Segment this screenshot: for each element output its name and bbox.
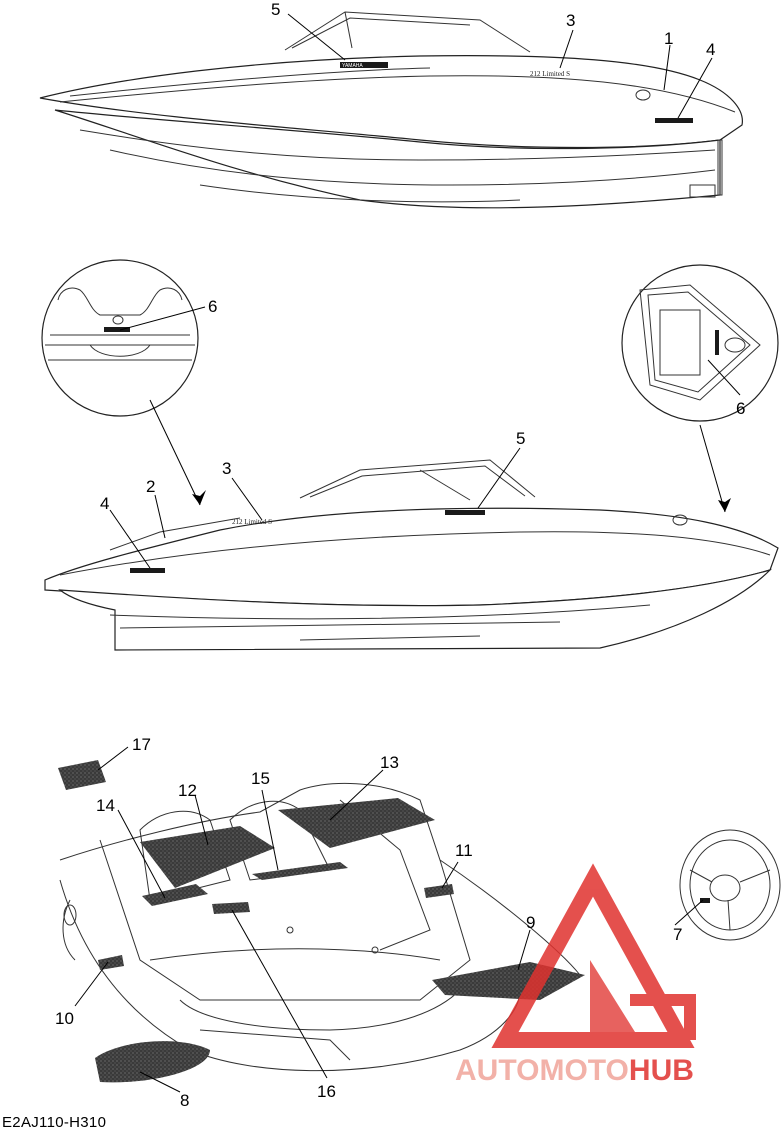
decal-4-top	[655, 118, 693, 123]
detail-circle-right	[621, 264, 779, 422]
leader-16	[231, 909, 328, 1079]
callout-3-middle: 3	[222, 459, 231, 478]
callout-5-top: 5	[271, 0, 280, 19]
boat-side-view-top: YAMAHA 212 Limited S	[39, 11, 743, 209]
decal-model-top: 212 Limited S	[530, 70, 570, 78]
mat-8	[95, 1041, 210, 1083]
leader-14	[117, 809, 166, 899]
leader-4-top	[677, 57, 713, 119]
arrow-right	[699, 424, 726, 513]
callout-16: 16	[317, 1082, 336, 1101]
callout-4-top: 4	[706, 40, 715, 59]
callout-10: 10	[55, 1009, 74, 1028]
leader-5-top	[287, 13, 346, 61]
leader-13	[329, 769, 384, 821]
leader-6-left	[119, 306, 206, 331]
leader-17	[97, 746, 129, 771]
callout-17: 17	[132, 735, 151, 754]
leader-10	[74, 961, 109, 1007]
callout-12: 12	[178, 781, 197, 800]
mat-17	[58, 760, 106, 790]
decal-yamaha-middle	[445, 510, 485, 515]
callout-3-top: 3	[566, 11, 575, 30]
callout-4-middle: 4	[100, 494, 109, 513]
leader-6-right	[707, 359, 741, 396]
callout-5-middle: 5	[516, 429, 525, 448]
automotohub-watermark: AUTOMOTOHUB	[455, 863, 696, 1087]
callout-9: 9	[526, 913, 535, 932]
callout-14: 14	[96, 796, 115, 815]
callout-7: 7	[673, 925, 682, 944]
windshield-middle	[299, 459, 536, 499]
windshield-top	[284, 11, 531, 53]
boat-side-view-middle: 212 Limited S	[44, 447, 779, 651]
callout-15: 15	[251, 769, 270, 788]
leader-5-middle	[477, 447, 521, 509]
callout-6-right: 6	[736, 399, 745, 418]
leader-1-top	[663, 44, 671, 91]
decal-4-middle	[130, 568, 165, 573]
mat-9	[432, 962, 585, 1000]
leader-12	[194, 794, 209, 846]
leader-2	[154, 494, 166, 539]
leader-15	[261, 789, 279, 871]
leader-3-middle	[231, 477, 263, 521]
decal-yamaha-top	[340, 62, 388, 68]
mat-13	[278, 798, 435, 848]
leader-11	[441, 861, 459, 889]
arrow-left	[149, 399, 201, 506]
mat-11	[424, 884, 454, 898]
drawing-code: E2AJ110-H310	[2, 1114, 107, 1131]
mat-16	[212, 902, 250, 914]
mat-15	[252, 862, 348, 880]
mat-10	[98, 955, 124, 970]
leader-9	[517, 929, 531, 971]
callout-2: 2	[146, 477, 155, 496]
callout-11: 11	[455, 841, 473, 860]
leader-4-middle	[109, 509, 151, 569]
leader-3-top	[559, 29, 574, 69]
callout-13: 13	[380, 753, 399, 772]
callout-1: 1	[664, 29, 673, 48]
leader-8	[139, 1071, 181, 1093]
leader-7	[674, 899, 704, 926]
callout-6-left: 6	[208, 297, 217, 316]
callout-8: 8	[180, 1091, 189, 1110]
steering-wheel	[674, 829, 781, 941]
watermark-text: AUTOMOTOHUB	[455, 1054, 694, 1087]
detail-circle-left	[41, 259, 206, 417]
mat-12	[140, 826, 275, 888]
mat-14	[142, 884, 208, 906]
decal-yamaha-text: YAMAHA	[342, 63, 363, 69]
decal-model-middle: 212 Limited S	[232, 518, 272, 526]
